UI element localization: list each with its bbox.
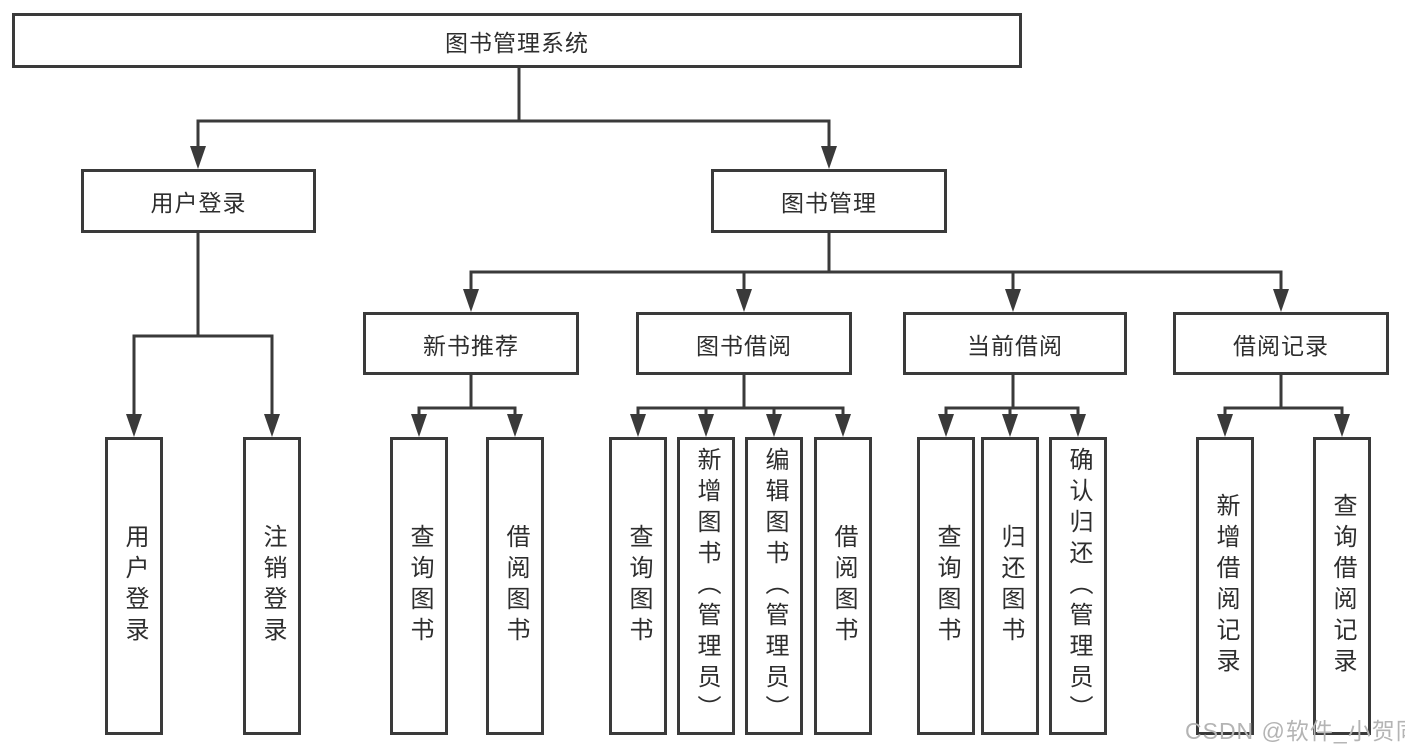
leaf-user-login: 用户登录 [105, 437, 163, 735]
leaf-query-books-borrow: 查询图书 [609, 437, 667, 735]
node-book-borrow: 图书借阅 [636, 312, 852, 375]
leaf-add-book-admin: 新增图书（管理员） [677, 437, 735, 735]
node-new-book-recommend: 新书推荐 [363, 312, 579, 375]
leaf-logout-login: 注销登录 [243, 437, 301, 735]
node-user-login: 用户登录 [81, 169, 316, 233]
leaf-query-borrow-record: 查询借阅记录 [1313, 437, 1371, 735]
leaf-query-books-recommend: 查询图书 [390, 437, 448, 735]
node-current-borrow: 当前借阅 [903, 312, 1127, 375]
leaf-edit-book-admin: 编辑图书（管理员） [745, 437, 803, 735]
leaf-query-books-current: 查询图书 [917, 437, 975, 735]
node-borrow-records: 借阅记录 [1173, 312, 1389, 375]
csdn-watermark: CSDN @软件_小贺同学 [1185, 718, 1405, 744]
leaf-confirm-return-admin: 确认归还（管理员） [1049, 437, 1107, 735]
leaf-return-books: 归还图书 [981, 437, 1039, 735]
leaf-borrow-books-recommend: 借阅图书 [486, 437, 544, 735]
leaf-borrow-books-borrow: 借阅图书 [814, 437, 872, 735]
node-library-management-system: 图书管理系统 [12, 13, 1022, 68]
leaf-add-borrow-record: 新增借阅记录 [1196, 437, 1254, 735]
node-book-management: 图书管理 [711, 169, 947, 233]
